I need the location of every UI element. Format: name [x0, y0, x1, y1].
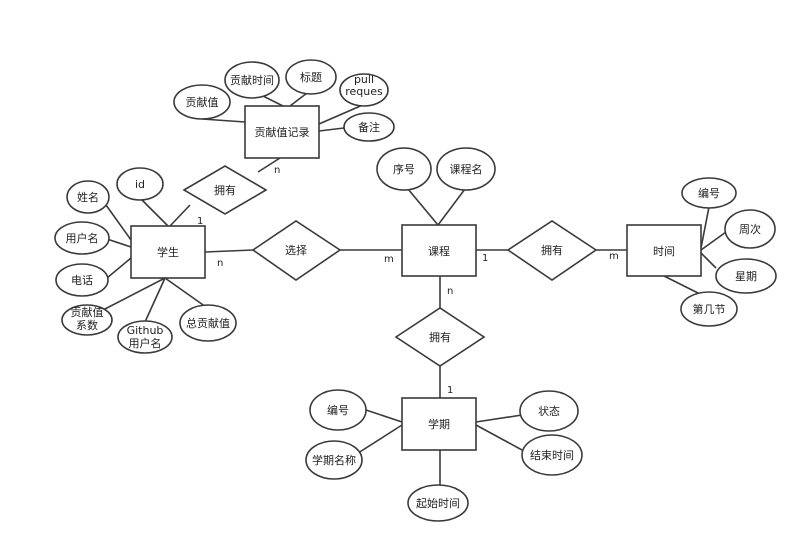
attr-contribution-time[interactable]: 贡献时间 [224, 61, 280, 99]
svg-text:用户名: 用户名 [66, 231, 99, 245]
cardinality-label: m [384, 254, 394, 265]
attr-semester-no[interactable]: 编号 [309, 389, 367, 431]
svg-text:结束时间: 结束时间 [530, 449, 574, 462]
attr-coefficient[interactable]: 贡献值 系数 [61, 304, 113, 336]
connector-lines [102, 92, 727, 486]
svg-text:贡献时间: 贡献时间 [230, 73, 274, 87]
svg-text:系数: 系数 [76, 319, 98, 332]
attr-week-no[interactable]: 周次 [724, 209, 776, 249]
svg-text:第几节: 第几节 [693, 302, 726, 316]
svg-text:总贡献值: 总贡献值 [186, 316, 230, 330]
attr-end-time[interactable]: 结束时间 [521, 434, 583, 476]
attr-weekday[interactable]: 星期 [715, 258, 777, 294]
svg-text:用户名: 用户名 [129, 336, 162, 350]
entity-semester[interactable]: 学期 [401, 397, 477, 451]
relationship-label: 拥有 [429, 330, 451, 344]
svg-text:星期: 星期 [735, 270, 757, 283]
entity-label: 时间 [653, 245, 675, 258]
relationship-label: 选择 [285, 243, 307, 257]
attr-contribution-value[interactable]: 贡献值 [173, 84, 231, 120]
attr-course-name[interactable]: 课程名 [436, 147, 496, 191]
attr-status[interactable]: 状态 [519, 390, 579, 432]
relationship-label: 拥有 [214, 183, 236, 197]
attr-phone[interactable]: 电话 [55, 263, 109, 297]
svg-text:编号: 编号 [327, 403, 349, 417]
svg-text:序号: 序号 [393, 162, 415, 176]
entity-label: 课程 [428, 245, 450, 258]
cardinality-label: n [274, 165, 280, 176]
attr-note[interactable]: 备注 [343, 112, 395, 142]
svg-text:编号: 编号 [698, 186, 720, 200]
attr-time-no[interactable]: 编号 [681, 177, 737, 209]
svg-text:起始时间: 起始时间 [416, 496, 460, 510]
svg-text:周次: 周次 [739, 222, 761, 236]
svg-text:贡献值: 贡献值 [186, 95, 219, 109]
cardinality-label: 1 [482, 253, 488, 264]
attr-name[interactable]: 姓名 [66, 180, 110, 214]
entity-label: 学期 [428, 417, 450, 431]
svg-text:学期名称: 学期名称 [312, 453, 356, 467]
relationship-has-record[interactable]: 拥有 [182, 165, 268, 215]
entity-label: 学生 [157, 245, 179, 259]
attr-pull-request[interactable]: pull reques [339, 73, 389, 107]
svg-text:课程名: 课程名 [450, 162, 483, 176]
entity-student[interactable]: 学生 [130, 225, 206, 279]
svg-text:电话: 电话 [71, 274, 93, 287]
attr-github-username[interactable]: Github 用户名 [117, 320, 173, 354]
attr-total-contribution[interactable]: 总贡献值 [179, 304, 237, 342]
relationship-label: 拥有 [541, 243, 563, 257]
svg-text:备注: 备注 [358, 120, 380, 134]
cardinality-label: 1 [197, 216, 203, 227]
svg-text:姓名: 姓名 [77, 190, 99, 204]
attr-semester-name[interactable]: 学期名称 [305, 440, 363, 480]
attr-period[interactable]: 第几节 [680, 291, 738, 327]
entity-course[interactable]: 课程 [401, 224, 477, 277]
attr-username[interactable]: 用户名 [54, 221, 110, 255]
entity-label: 贡献值记录 [255, 125, 310, 139]
relationship-course-time[interactable]: 拥有 [506, 220, 598, 281]
relationship-course-semester[interactable]: 拥有 [394, 307, 486, 367]
entity-contribution-record[interactable]: 贡献值记录 [244, 105, 320, 159]
attr-id[interactable]: id [116, 167, 164, 201]
svg-text:Github: Github [127, 324, 164, 337]
relationship-select[interactable]: 选择 [251, 220, 342, 281]
entity-time[interactable]: 时间 [626, 224, 702, 277]
svg-text:id: id [135, 178, 145, 191]
attr-title[interactable]: 标题 [285, 59, 337, 95]
svg-text:贡献值: 贡献值 [71, 305, 104, 319]
cardinality-label: m [609, 251, 619, 262]
svg-text:状态: 状态 [538, 404, 560, 418]
svg-text:reques: reques [345, 85, 383, 98]
attr-course-seq[interactable]: 序号 [376, 147, 432, 191]
attr-start-time[interactable]: 起始时间 [407, 484, 469, 522]
cardinality-label: n [217, 258, 223, 269]
cardinality-label: n [447, 286, 453, 297]
svg-text:pull: pull [354, 73, 374, 86]
cardinality-label: 1 [447, 385, 453, 396]
svg-text:标题: 标题 [300, 70, 322, 84]
